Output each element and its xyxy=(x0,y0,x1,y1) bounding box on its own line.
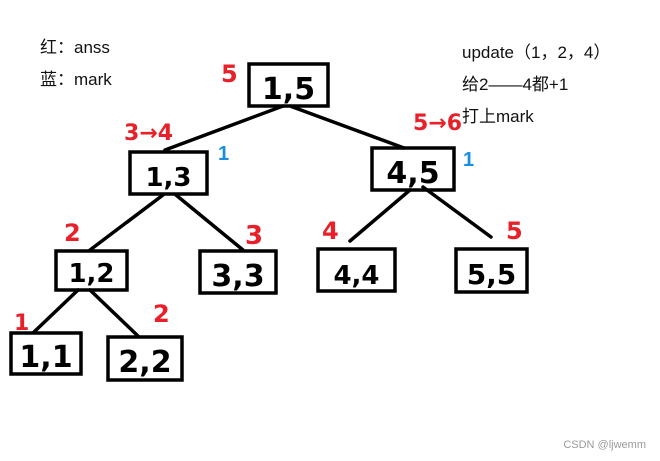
update-call-note: update（1，2，4） xyxy=(462,43,611,62)
ans-1-1: 1 xyxy=(14,311,29,336)
node-label-1-5: 1,5 xyxy=(262,72,315,107)
watermark: CSDN @ljwemm xyxy=(563,439,646,451)
edge-12-22 xyxy=(88,288,140,338)
ans-4-5: 5→6 xyxy=(413,111,462,136)
mark-1-3: 1 xyxy=(218,143,229,165)
edge-45-55 xyxy=(421,185,493,239)
edge-45-44 xyxy=(348,188,412,243)
tree-edges xyxy=(32,104,493,338)
node-box-3-3 xyxy=(198,249,278,295)
edge-12-11 xyxy=(32,288,80,334)
node-label-4-4: 4,4 xyxy=(333,261,379,291)
ans-1-3: 3→4 xyxy=(124,121,173,146)
ans-1-5: 5 xyxy=(221,60,238,88)
ans-3-3: 3 xyxy=(245,221,263,251)
node-box-4-4 xyxy=(316,247,397,293)
edge-15-45 xyxy=(288,104,406,150)
edge-13-12 xyxy=(88,193,165,252)
legend-red-ans: 红：anss xyxy=(40,38,110,57)
ans-1-2: 2 xyxy=(64,219,81,247)
node-label-3-3: 3,3 xyxy=(211,259,264,294)
node-label-2-2: 2,2 xyxy=(118,345,171,380)
node-label-5-5: 5,5 xyxy=(467,258,517,291)
node-box-2-2 xyxy=(106,335,184,382)
node-box-1-1 xyxy=(9,331,83,376)
node-label-1-2: 1,2 xyxy=(68,259,114,289)
node-box-1-2 xyxy=(54,249,129,292)
mark-4-5: 1 xyxy=(463,149,474,171)
node-box-1-5 xyxy=(247,62,330,108)
ans-2-2: 2 xyxy=(153,300,170,328)
tree-node-boxes xyxy=(9,62,529,382)
node-box-4-5 xyxy=(370,146,456,192)
legend-blue-mark: 蓝：mark xyxy=(40,70,112,89)
node-label-1-3: 1,3 xyxy=(145,163,191,193)
edge-13-33 xyxy=(174,193,245,252)
node-box-5-5 xyxy=(454,247,529,294)
node-box-1-3 xyxy=(128,150,209,196)
edge-15-13 xyxy=(163,104,285,152)
range-increment-note: 给2——4都+1 xyxy=(462,75,569,94)
mark-note: 打上mark xyxy=(462,107,534,126)
node-label-4-5: 4,5 xyxy=(386,156,439,191)
ans-5-5: 5 xyxy=(506,217,523,245)
node-label-1-1: 1,1 xyxy=(19,340,72,375)
ans-4-4: 4 xyxy=(322,217,339,245)
